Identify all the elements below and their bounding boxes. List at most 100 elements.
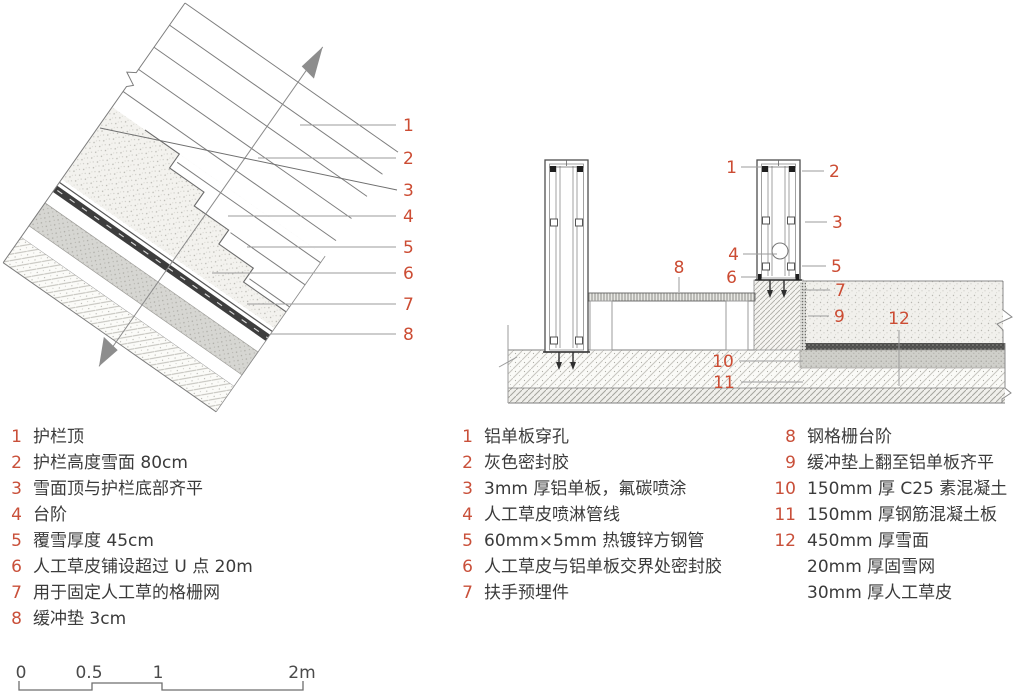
legend-text: 护栏顶 [33,427,84,447]
callout-number: 10 [712,352,734,372]
legend-number: 2 [11,453,22,473]
legend-number: 7 [11,583,22,603]
snow-break-line [996,281,1013,343]
base-seal [758,274,762,280]
grating-support-left [589,300,613,351]
sealant-block [550,166,556,172]
scale-tick-label: 0.5 [75,663,102,683]
structure-band [3,237,234,412]
legend-item: 2 灰色密封胶 [455,450,722,476]
sprinkler-pipe [771,242,789,260]
legend-text: 20mm 厚固雪网 [807,557,936,577]
legend-item: 7 用于固定人工草的格栅网 [8,580,253,606]
callout-number: 3 [403,181,414,201]
slab-break-line [1001,343,1012,403]
rc-slab-layer [508,388,1005,403]
legend-number: 8 [785,427,796,447]
sealant-block [789,166,795,172]
legend-item: 7 扶手预埋件 [455,580,722,606]
left-callouts: 1 2 3 4 5 6 7 8 [403,116,414,345]
scale-tick-label: 2m [288,663,315,683]
sealant-block [577,166,583,172]
right-callouts: 1 2 3 4 5 6 7 8 9 10 11 12 [674,158,910,393]
callout-number: 7 [835,281,846,301]
legend-text: 雪面顶与护栏底部齐平 [33,479,203,499]
legend-number: 7 [462,583,473,603]
callout-number: 12 [888,309,910,329]
buffer-pad-strip [800,282,806,350]
legend-text: 用于固定人工草的格栅网 [33,583,220,603]
legend-number: 12 [774,531,796,551]
legend-number: 6 [462,557,473,577]
callout-number: 5 [831,257,842,277]
legend-number: 1 [11,427,22,447]
legend-number: 10 [774,479,796,499]
grating-support-right [725,300,749,351]
railing-section-drawing: 1 2 3 4 5 6 7 8 9 10 11 12 [498,158,1013,404]
legend-item: 20mm 厚固雪网 [770,554,1007,580]
legend-number: 1 [462,427,473,447]
legend-item: 30mm 厚人工草皮 [770,580,1007,606]
legend-text: 缓冲垫 3cm [33,609,127,629]
step-void [144,129,326,312]
legend-item: 1 护栏顶 [8,424,253,450]
scale-bar-line [18,681,304,691]
slope-section-drawing: 1 2 3 4 5 6 7 8 [2,2,414,413]
callout-number: 7 [403,295,414,315]
legend-text: 台阶 [33,505,67,525]
snow-area [803,281,1003,343]
legend-number: 4 [11,505,22,525]
structure-bottom-line [2,262,217,413]
railing-post-right [755,159,802,298]
rotated-layer-stack: 1 2 3 4 5 6 7 8 [2,2,414,413]
callout-number: 3 [832,213,843,233]
turf-band [799,349,1006,369]
turf-line [59,181,273,333]
callout-number: 8 [403,325,414,345]
callout-number: 1 [403,116,414,136]
callout-number: 4 [403,207,414,227]
slab-break-tick [498,356,518,368]
legend-text: 灰色密封胶 [484,453,569,473]
legend-number: 8 [11,609,22,629]
legend-number: 2 [462,453,473,473]
legend-item: 8 钢格栅台阶 [770,424,1007,450]
left-leaders [212,124,396,335]
legend-text: 人工草皮喷淋管线 [484,505,620,525]
legend-text: 450mm 厚雪面 [807,531,929,551]
legend-text: 缓冲垫上翻至铝单板齐平 [807,453,994,473]
legend-number: 5 [462,531,473,551]
scale-tick-label: 0 [16,663,27,683]
railing-post-left [543,159,590,370]
legend-text: 扶手预埋件 [484,583,569,603]
legend-text: 覆雪厚度 45cm [33,531,154,551]
legend-text: 人工草皮铺设超过 U 点 20m [33,557,253,577]
callout-number: 9 [834,307,845,327]
section-arrow-top [301,46,323,79]
callout-number: 4 [728,245,739,265]
legend-text: 钢格栅台阶 [807,427,892,447]
legend-number: 9 [785,453,796,473]
callout-number: 11 [713,373,735,393]
legend-text: 人工草皮与铝单板交界处密封胶 [484,557,722,577]
steel-grating [587,292,756,302]
sealant-block [762,166,768,172]
steps-line [144,129,287,313]
legend-item: 12 450mm 厚雪面 [770,528,1007,554]
legend-item: 6 人工草皮与铝单板交界处密封胶 [455,554,722,580]
legend-number: 11 [774,505,796,525]
legend-number: 6 [11,557,22,577]
legend-item: 9 缓冲垫上翻至铝单板齐平 [770,450,1007,476]
base-seal [795,274,799,280]
section-line [98,46,324,367]
concrete-upstand [753,279,804,351]
snow-surface-line [99,127,398,191]
grid-net-dashes [57,190,269,339]
